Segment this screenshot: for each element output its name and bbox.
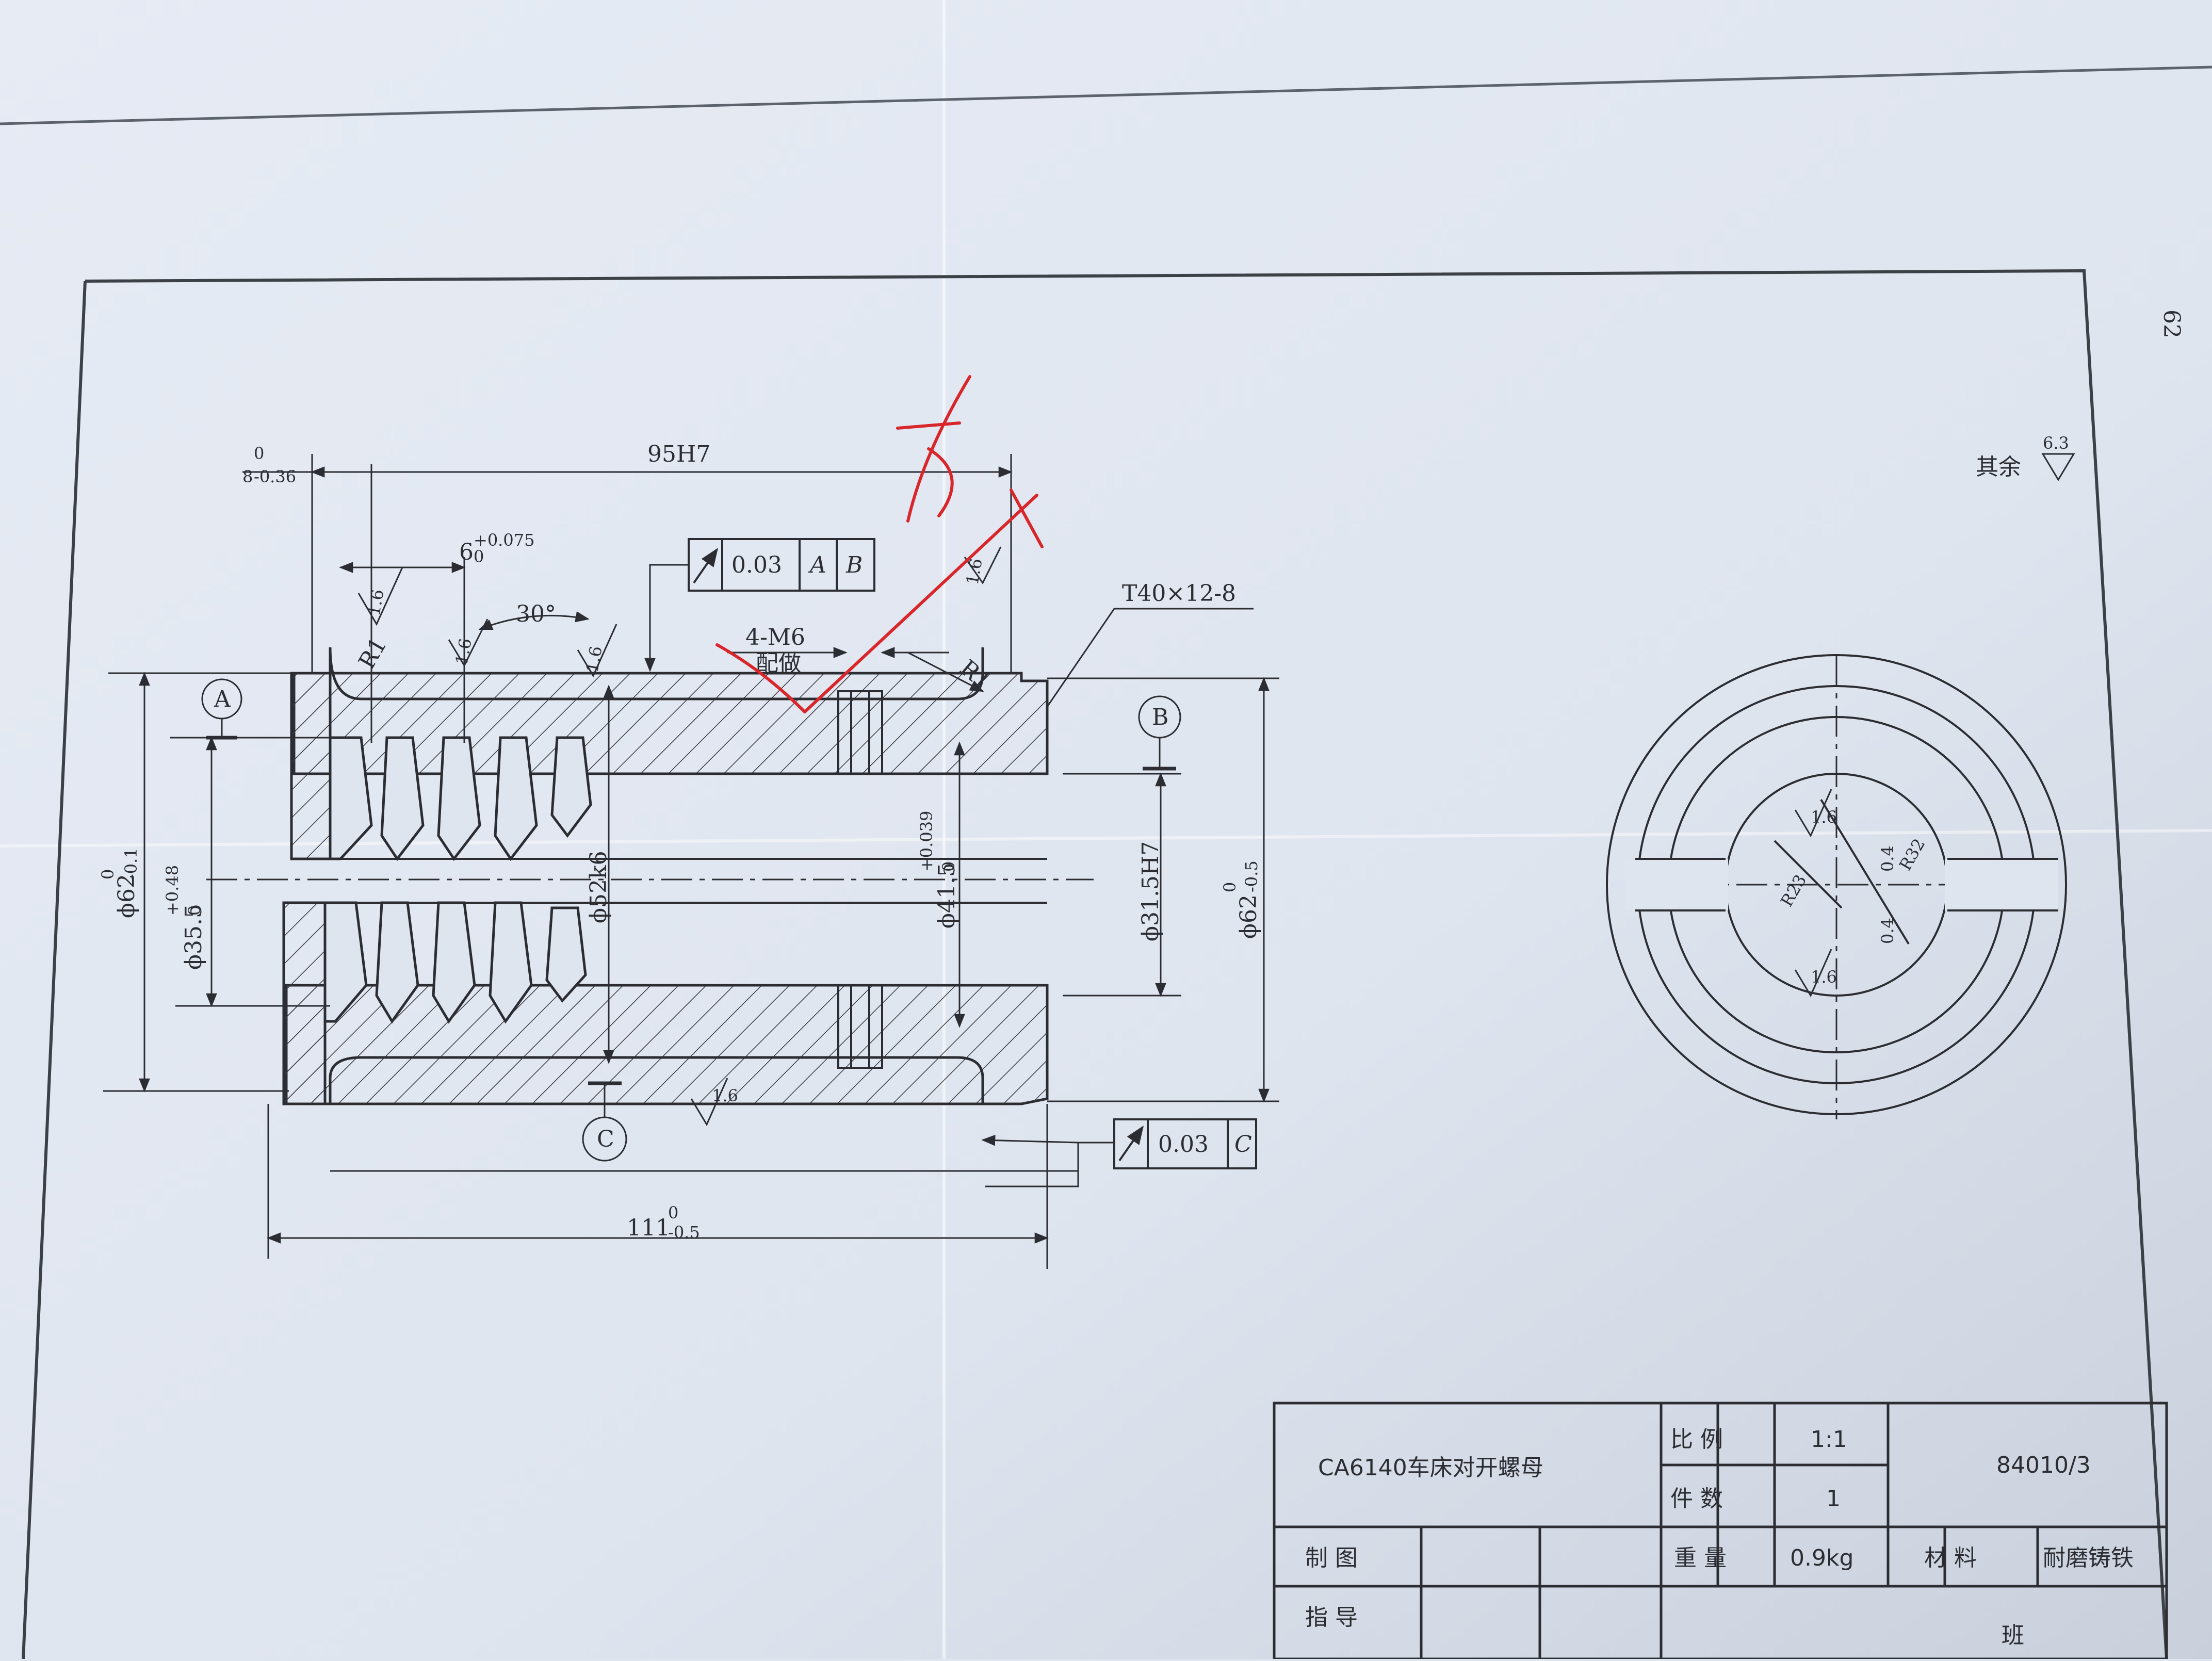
split-gap — [1625, 859, 1728, 910]
dim-inner-dia: ϕ41.5 +0.039 0 — [917, 811, 960, 929]
dim-95h7: 95H7 — [647, 441, 710, 467]
main-section-view — [206, 647, 1094, 1105]
dim-thread-angle: 30° — [516, 601, 556, 627]
roughness-symbol — [2041, 453, 2075, 481]
frame-top-right — [85, 269, 2168, 1659]
page-number: 62 — [2158, 310, 2185, 338]
dim-outer-right-upper: 0 — [1220, 882, 1240, 892]
dim-inner-dia-lower: 0 — [939, 861, 958, 872]
split-gap-lines — [1635, 858, 2058, 911]
page-top-line — [0, 66, 2212, 125]
dim-groove-lower: 0 — [474, 547, 484, 566]
roughness-value: 1.6 — [582, 645, 606, 674]
dim-left-offset-upper: 0 — [254, 444, 264, 463]
datum-b-letter: B — [1152, 704, 1168, 730]
runout-icon — [693, 548, 719, 584]
dim-outer-left: ϕ62 0 -0.1 — [98, 848, 141, 918]
dim-inner-dia-text: ϕ41.5 — [934, 862, 960, 929]
surface-finish-note: 其余 6.3 — [1976, 433, 2075, 481]
guide-label: 指 导 — [1305, 1604, 1358, 1631]
title-block-text: CA6140车床对开螺母 比 例 1:1 件 数 1 84010/3 制 图 重… — [1305, 1426, 2134, 1649]
datum-b: B — [1138, 695, 1181, 771]
dim-outer-left-text: ϕ62 — [113, 874, 140, 918]
tapped-hole-marks — [837, 690, 883, 1069]
tolerance-frame-bottom: 0.03 C — [1113, 1118, 1257, 1169]
scale-label: 比 例 — [1670, 1426, 1723, 1453]
frame-left — [22, 281, 87, 1659]
tolerance-frame-top: 0.03 A B — [688, 538, 875, 592]
tolerance-frame-bottom-box — [1113, 1118, 1257, 1169]
lower-flange — [282, 901, 327, 1105]
dim-thread-dia-upper: +0.48 — [162, 865, 182, 916]
roughness-value: 1.6 — [451, 637, 475, 666]
roughness-value: 1.6 — [1811, 967, 1837, 987]
tolerance-top-value: 0.03 — [731, 552, 782, 578]
dim-overall-length-lower: -0.5 — [668, 1223, 700, 1242]
dim-shoulder-dia: ϕ52k6 — [585, 851, 612, 923]
roughness-values: 1.6 1.6 1.6 1.6 1.6 1.6 1.6 — [364, 557, 1836, 1105]
dim-section-gap: 0.4 — [1878, 845, 1897, 872]
dim-tapped-note: 配做 — [756, 650, 801, 676]
title-block — [1273, 1402, 2168, 1660]
datum-c-letter: C — [597, 1126, 614, 1152]
dimension-lines — [103, 454, 1279, 1269]
datum-c: C — [582, 1081, 627, 1162]
dim-outer-right-lower: -0.5 — [1242, 860, 1261, 892]
dim-thread-dia: ϕ35.5 +0.48 0 — [162, 865, 207, 970]
weight-value: 0.9kg — [1790, 1545, 1853, 1571]
dim-section-gap-2: 0.4 — [1878, 918, 1897, 944]
dim-thread-spec: T40×12-8 — [1122, 580, 1236, 607]
dim-thread-dia-lower: 0 — [185, 905, 204, 916]
surface-finish-note-text: 其余 — [1976, 454, 2021, 480]
surface-finish-note-value: 6.3 — [2043, 433, 2069, 453]
dim-overall-length-upper: 0 — [668, 1203, 678, 1223]
dim-tapped-holes: 4-M6 — [745, 624, 805, 650]
tolerance-top-datum2: B — [845, 552, 863, 578]
drawing-number: 84010/3 — [1996, 1452, 2091, 1478]
dimension-texts: 95H7 8 0 -0.36 6 +0.075 0 30° 4-M6 配做 R1… — [98, 441, 1262, 1242]
roughness-symbols — [357, 546, 1832, 1127]
dim-outer-left-lower: -0.1 — [121, 848, 141, 880]
count-value: 1 — [1826, 1486, 1841, 1512]
dim-groove-width: 6 — [459, 539, 474, 565]
dim-left-offset: 8 — [242, 467, 253, 486]
tolerance-bottom-datum1: C — [1234, 1131, 1252, 1158]
weight-label: 重 量 — [1674, 1545, 1727, 1571]
roughness-value: 1.6 — [1811, 807, 1837, 827]
datum-a: A — [201, 678, 242, 740]
runout-icon — [1118, 1126, 1144, 1162]
drawing-title: CA6140车床对开螺母 — [1318, 1455, 1543, 1481]
dim-inner-dia-upper: +0.039 — [917, 811, 936, 872]
roughness-value: 1.6 — [364, 588, 387, 617]
bottom-groove-outline — [329, 1056, 984, 1104]
scale-value: 1:1 — [1811, 1426, 1847, 1453]
class-label: 班 — [2002, 1622, 2024, 1649]
dim-outer-left-upper: 0 — [98, 869, 118, 880]
material-label: 材 料 — [1924, 1545, 1977, 1571]
datum-a-letter: A — [214, 686, 231, 712]
dim-outer-right-text: ϕ62 — [1235, 894, 1262, 939]
dim-overall-length: 111 — [627, 1215, 670, 1241]
tolerance-frame-top-box — [688, 538, 875, 592]
tolerance-bottom-value: 0.03 — [1158, 1131, 1209, 1158]
dim-thread-dia-text: ϕ35.5 — [181, 904, 207, 970]
handwritten-annotation — [715, 375, 1044, 713]
upper-thread-teeth — [329, 736, 592, 861]
dim-left-offset-lower: -0.36 — [254, 467, 296, 486]
split-gap — [1945, 859, 2058, 910]
tolerance-top-datum1: A — [808, 552, 826, 578]
roughness-value: 1.6 — [712, 1086, 738, 1105]
paper-fold — [0, 829, 2212, 848]
dim-bore-dia: ϕ31.5H7 — [1137, 841, 1164, 941]
drawn-label: 制 图 — [1305, 1545, 1358, 1571]
dim-outer-right: ϕ62 0 -0.5 — [1220, 860, 1262, 939]
upper-flange — [290, 672, 332, 860]
material-value: 耐磨铸铁 — [2043, 1545, 2134, 1571]
count-label: 件 数 — [1670, 1486, 1723, 1512]
dim-groove-upper: +0.075 — [474, 530, 534, 550]
